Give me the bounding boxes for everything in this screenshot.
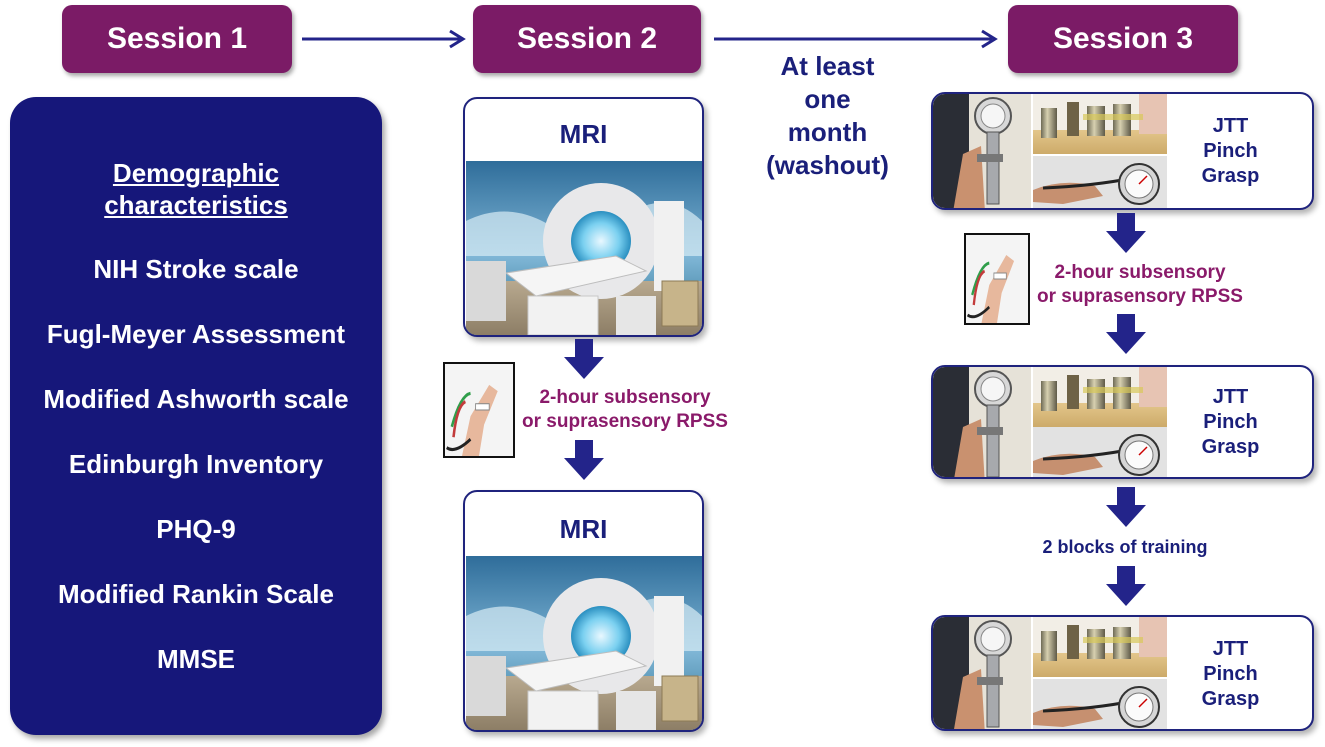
rpss-line: 2-hour subsensory: [539, 387, 711, 408]
motor-tests-list: JTT Pinch Grasp: [1173, 385, 1288, 460]
washout-line: one: [804, 84, 851, 114]
mri-scanner-image: [466, 556, 702, 730]
session-3-header: Session 3: [1008, 5, 1238, 73]
rpss-line: or suprasensory RPSS: [1037, 286, 1243, 307]
hand-electrode-image: [443, 362, 515, 458]
motor-tests-list: JTT Pinch Grasp: [1173, 114, 1288, 189]
dynamometer-image: [933, 617, 1031, 729]
test-pinch: Pinch: [1203, 411, 1258, 433]
test-pinch: Pinch: [1203, 663, 1258, 685]
pinch-gauge-image: [1033, 156, 1167, 208]
hand-electrode-photo: [443, 362, 515, 458]
mri-card-bottom: MRI: [463, 490, 704, 732]
assessment-item: NIH Stroke scale: [93, 254, 299, 284]
session-1-header: Session 1: [62, 5, 292, 73]
down-arrow-icon: [1106, 314, 1146, 354]
mri-scanner-image: [466, 161, 702, 335]
heading-line: characteristics: [104, 190, 288, 220]
rpss-instruction: 2-hour subsensory or suprasensory RPSS: [1030, 261, 1250, 309]
motor-test-card-2: JTT Pinch Grasp: [931, 365, 1314, 479]
dynamometer-image: [933, 94, 1031, 208]
hand-electrode-image: [964, 233, 1030, 325]
test-jtt: JTT: [1212, 386, 1249, 408]
hand-electrode-photo: [964, 233, 1030, 325]
down-arrow-icon: [564, 440, 604, 480]
washout-note: At least one month (washout): [735, 50, 920, 182]
test-jtt: JTT: [1212, 115, 1249, 137]
mri-card-top: MRI: [463, 97, 704, 337]
assessment-item: Fugl-Meyer Assessment: [46, 319, 346, 349]
session-1-label: Session 1: [106, 22, 248, 55]
rpss-instruction: 2-hour subsensory or suprasensory RPSS: [515, 386, 735, 434]
down-arrow-icon: [1106, 213, 1146, 253]
test-pinch: Pinch: [1203, 140, 1258, 162]
washout-line: At least: [780, 51, 875, 81]
washout-line: month: [787, 117, 868, 147]
motor-tests-list: JTT Pinch Grasp: [1173, 637, 1288, 712]
rpss-line: 2-hour subsensory: [1054, 262, 1226, 283]
right-arrow-icon: [714, 29, 998, 49]
test-jtt: JTT: [1212, 638, 1249, 660]
down-arrow-icon: [1106, 487, 1146, 527]
demographic-heading: Demographic characteristics: [10, 157, 382, 221]
training-label: 2 blocks of training: [1042, 537, 1208, 557]
jebsen-taylor-image: [1033, 617, 1167, 677]
session-3-label: Session 3: [1052, 22, 1194, 55]
assessment-item: Modified Rankin Scale: [58, 579, 334, 609]
assessment-item: Edinburgh Inventory: [68, 449, 324, 479]
heading-line: Demographic: [112, 158, 280, 188]
mri-label: MRI: [559, 119, 608, 149]
jebsen-taylor-image: [1033, 367, 1167, 427]
test-grasp: Grasp: [1201, 165, 1260, 187]
session-2-label: Session 2: [516, 22, 658, 55]
down-arrow-icon: [1106, 566, 1146, 606]
test-grasp: Grasp: [1201, 688, 1260, 710]
motor-test-card-1: JTT Pinch Grasp: [931, 92, 1314, 210]
right-arrow-icon: [302, 29, 466, 49]
pinch-gauge-image: [1033, 679, 1167, 729]
washout-line: (washout): [766, 150, 889, 180]
test-grasp: Grasp: [1201, 436, 1260, 458]
rpss-line: or suprasensory RPSS: [522, 411, 728, 432]
assessment-item: Modified Ashworth scale: [43, 384, 349, 414]
assessment-item: PHQ-9: [156, 514, 236, 544]
motor-test-card-3: JTT Pinch Grasp: [931, 615, 1314, 731]
session-2-header: Session 2: [473, 5, 701, 73]
session-1-assessment-panel: Demographic characteristics NIH Stroke s…: [10, 97, 382, 735]
jebsen-taylor-image: [1033, 94, 1167, 154]
dynamometer-image: [933, 367, 1031, 477]
pinch-gauge-image: [1033, 427, 1167, 477]
mri-label: MRI: [559, 514, 608, 544]
down-arrow-icon: [564, 339, 604, 379]
assessment-item: MMSE: [157, 644, 235, 674]
